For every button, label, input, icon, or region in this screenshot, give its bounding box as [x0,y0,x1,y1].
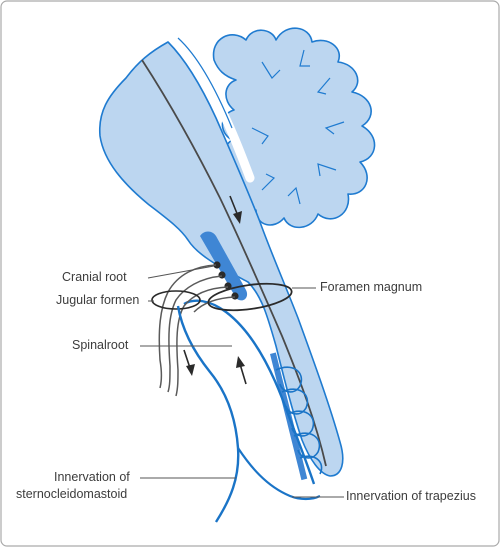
arrow-down-brainstem [229,195,242,224]
accessory-nerve-descending [176,305,240,523]
label-innervation-scm-line2: sternocleidomastoid [16,487,128,501]
central-canal [141,59,327,467]
cerebellar-folia [251,49,345,205]
direction-arrows [183,195,247,385]
label-innervation-scm-line1: Innervation of [54,470,130,484]
ventricle-edge [177,37,233,129]
arrow-up-spinal [236,356,247,385]
cranial-root-fibers [158,264,236,397]
leader-lines [140,265,344,498]
jugular-foramen-ring [151,290,201,310]
fourth-ventricle-gap [169,35,255,183]
label-spinal-root: Spinalroot [72,338,129,352]
leader-cranial-root [147,265,215,279]
label-foramen-magnum: Foramen magnum [320,280,423,294]
label-jugular-foramen: Jugular formen [56,293,140,307]
label-innervation-trapezius: Innervation of trapezius [346,489,476,503]
cranial-nucleus [200,231,248,301]
foramen-magnum-ring [207,282,293,312]
branch-to-sternocleidomastoid [237,447,321,501]
label-cranial-root: Cranial root [62,270,127,284]
arrow-down-nerve [183,349,195,376]
